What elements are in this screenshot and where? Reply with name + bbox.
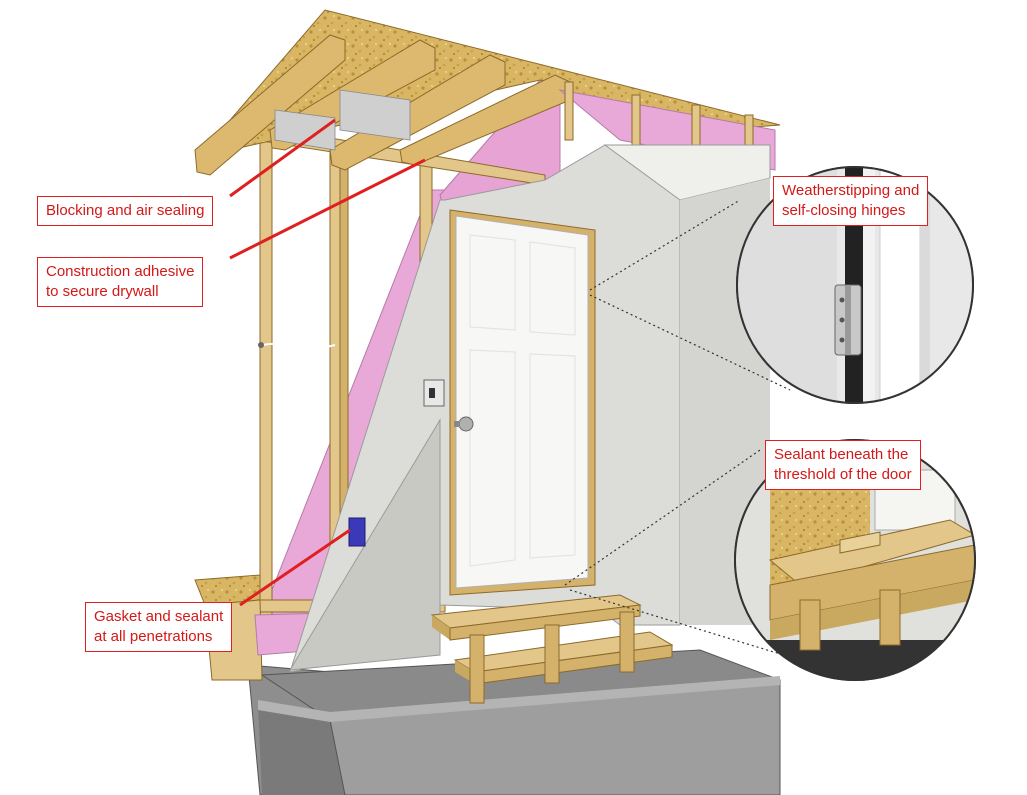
concrete-foundation: [247, 649, 781, 795]
callout-weatherstripping: Weatherstipping and self-closing hinges: [773, 176, 929, 226]
callout-adhesive-line-1: Construction adhesive: [46, 263, 195, 280]
callout-sealant-line-2: threshold of the door: [774, 466, 912, 483]
electrical-box: [423, 379, 445, 407]
callout-weatherstrip-line-2: self-closing hinges: [782, 202, 906, 219]
callout-construction-adhesive: Construction adhesive to secure drywall: [37, 257, 204, 307]
callout-gasket-line-2: at all penetrations: [94, 628, 213, 645]
callout-weatherstrip-line-1: Weatherstipping and: [782, 182, 920, 199]
callout-threshold-sealant: Sealant beneath the threshold of the doo…: [765, 440, 921, 490]
callout-sealant-line-1: Sealant beneath the: [774, 446, 909, 463]
callout-gasket-line-1: Gasket and sealant: [94, 608, 224, 625]
detail-circle-threshold: [734, 439, 976, 681]
callout-gasket-sealant: Gasket and sealant at all penetrations: [85, 602, 233, 652]
blue-junction-box: [348, 517, 366, 547]
wood-steps: [430, 594, 674, 704]
leader-lines: [229, 118, 801, 661]
callout-adhesive-line-2: to secure drywall: [46, 283, 159, 300]
callout-blocking-line-1: Blocking and air sealing: [46, 202, 205, 219]
ceiling-framing: [194, 9, 781, 176]
door: [449, 209, 596, 596]
callout-blocking: Blocking and air sealing: [37, 196, 214, 226]
